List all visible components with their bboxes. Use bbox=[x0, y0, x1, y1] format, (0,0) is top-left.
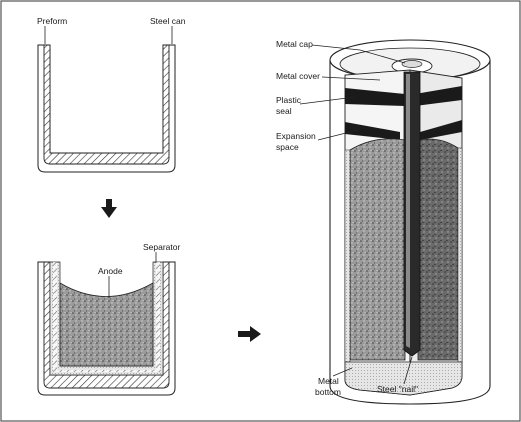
metal-bottom-leader bbox=[332, 367, 353, 377]
expansion-space-leader bbox=[317, 129, 359, 141]
metal-cover-leader bbox=[321, 76, 381, 81]
separator-label: Separator bbox=[143, 242, 180, 252]
plastic-seal-leader bbox=[299, 96, 356, 105]
expansion-space-label-line2: space bbox=[276, 142, 299, 152]
can-with-anode bbox=[37, 261, 176, 396]
metal-cover-label: Metal cover bbox=[276, 71, 320, 81]
plastic-seal-label-line2: seal bbox=[276, 106, 292, 116]
metal-cap-label: Metal cap bbox=[276, 39, 313, 49]
down-arrow-icon bbox=[101, 199, 117, 218]
steel-can-label: Steel can bbox=[150, 16, 186, 26]
metal-bottom-label-line2: bottom bbox=[315, 387, 341, 397]
steel-nail-leader bbox=[403, 356, 413, 385]
metal-cap-leader bbox=[311, 44, 406, 64]
metal-bottom-label-line1: Metal bbox=[318, 376, 339, 386]
preform-label: Preform bbox=[37, 16, 67, 26]
expansion-space-label-line1: Expansion bbox=[276, 131, 316, 141]
steel-nail-label: Steel "nail" bbox=[377, 384, 418, 394]
battery-cutaway bbox=[329, 39, 491, 405]
plastic-seal-label-line1: Plastic bbox=[276, 95, 302, 105]
right-arrow-icon bbox=[238, 326, 261, 342]
anode-label: Anode bbox=[98, 266, 123, 276]
preform-can bbox=[37, 44, 176, 173]
